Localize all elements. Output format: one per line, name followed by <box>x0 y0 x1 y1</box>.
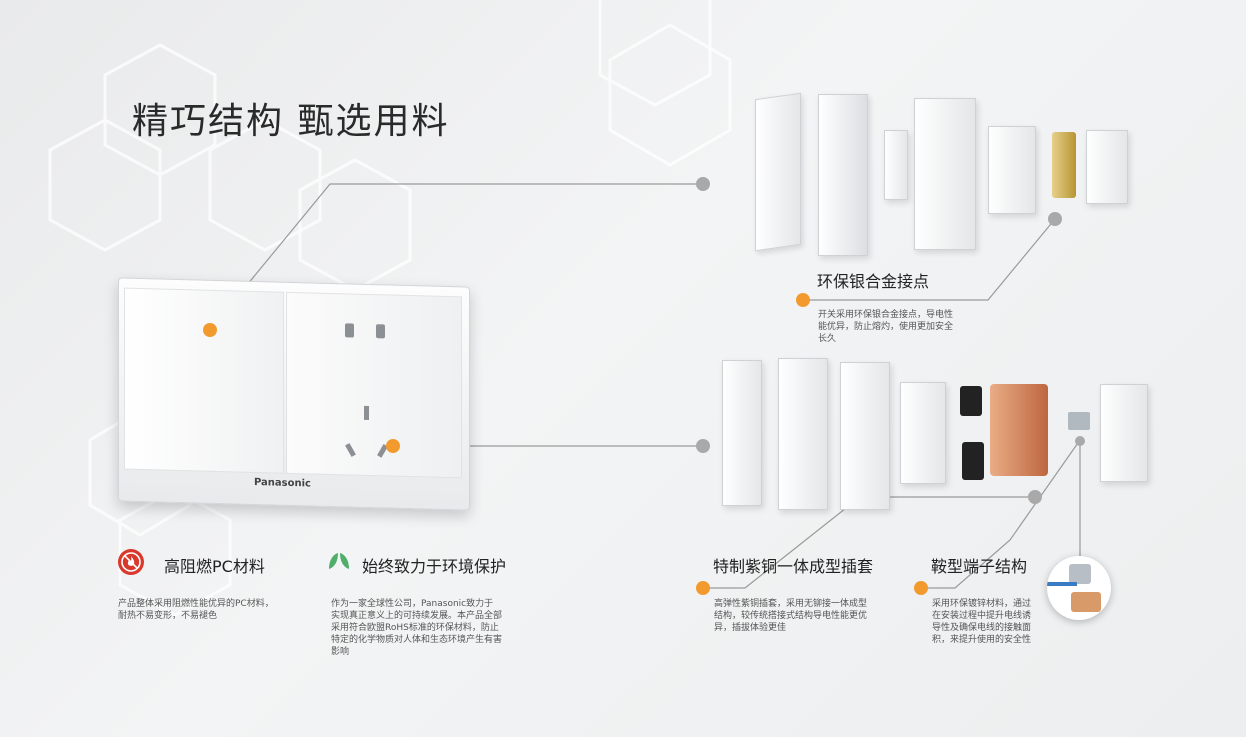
page-title: 精巧结构 甄选用料 <box>132 101 450 142</box>
fire-retardant-desc: 产品整体采用阻燃性能优异的PC材料， 耐热不易变形，不易褪色 <box>118 599 274 621</box>
silver-contact-desc: 开关采用环保银合金接点，导电性 能优异，防止熔灼，使用更加安全 长久 <box>818 310 954 344</box>
brand-logo: Panasonic <box>254 476 311 490</box>
switch-connector-dot <box>696 177 710 191</box>
copper-sleeve-desc: 高弹性紫铜插套，采用无铆接一体成型 结构，较传统搭接式结构导电性能更优 异，插拔… <box>714 599 868 633</box>
terminal-title: 鞍型端子结构 <box>931 557 1028 576</box>
copper-sleeve-title: 特制紫铜一体成型插套 <box>713 557 874 576</box>
terminal-feature-dot <box>914 581 928 595</box>
flame-retardant-icon <box>118 549 144 575</box>
leaf-icon <box>326 549 352 575</box>
socket-face <box>286 291 462 479</box>
silver-feature-dot <box>796 293 810 307</box>
environment-title: 始终致力于环境保护 <box>362 557 507 576</box>
silver-contact-dot <box>1048 212 1062 226</box>
environment-desc: 作为一家全球性公司，Panasonic致力于 实现真正意义上的可持续发展。本产品… <box>331 599 503 657</box>
switch-rocker <box>124 287 284 474</box>
copper-feature-dot <box>696 581 710 595</box>
terminal-desc: 采用环保镀锌材料，通过 在安装过程中提升电线诱 导性及确保电线的接触面 积，来提… <box>932 599 1032 645</box>
copper-sleeve-dot <box>1028 490 1042 504</box>
terminal-closeup <box>1047 556 1111 620</box>
fire-retardant-title: 高阻燃PC材料 <box>164 557 265 576</box>
socket-marker-dot <box>386 439 400 453</box>
silver-contact-title: 环保银合金接点 <box>817 272 930 291</box>
switch-marker-dot <box>203 323 217 337</box>
terminal-dot <box>1075 436 1085 446</box>
socket-connector-dot <box>696 439 710 453</box>
switch-socket-panel: Panasonic <box>118 277 470 511</box>
